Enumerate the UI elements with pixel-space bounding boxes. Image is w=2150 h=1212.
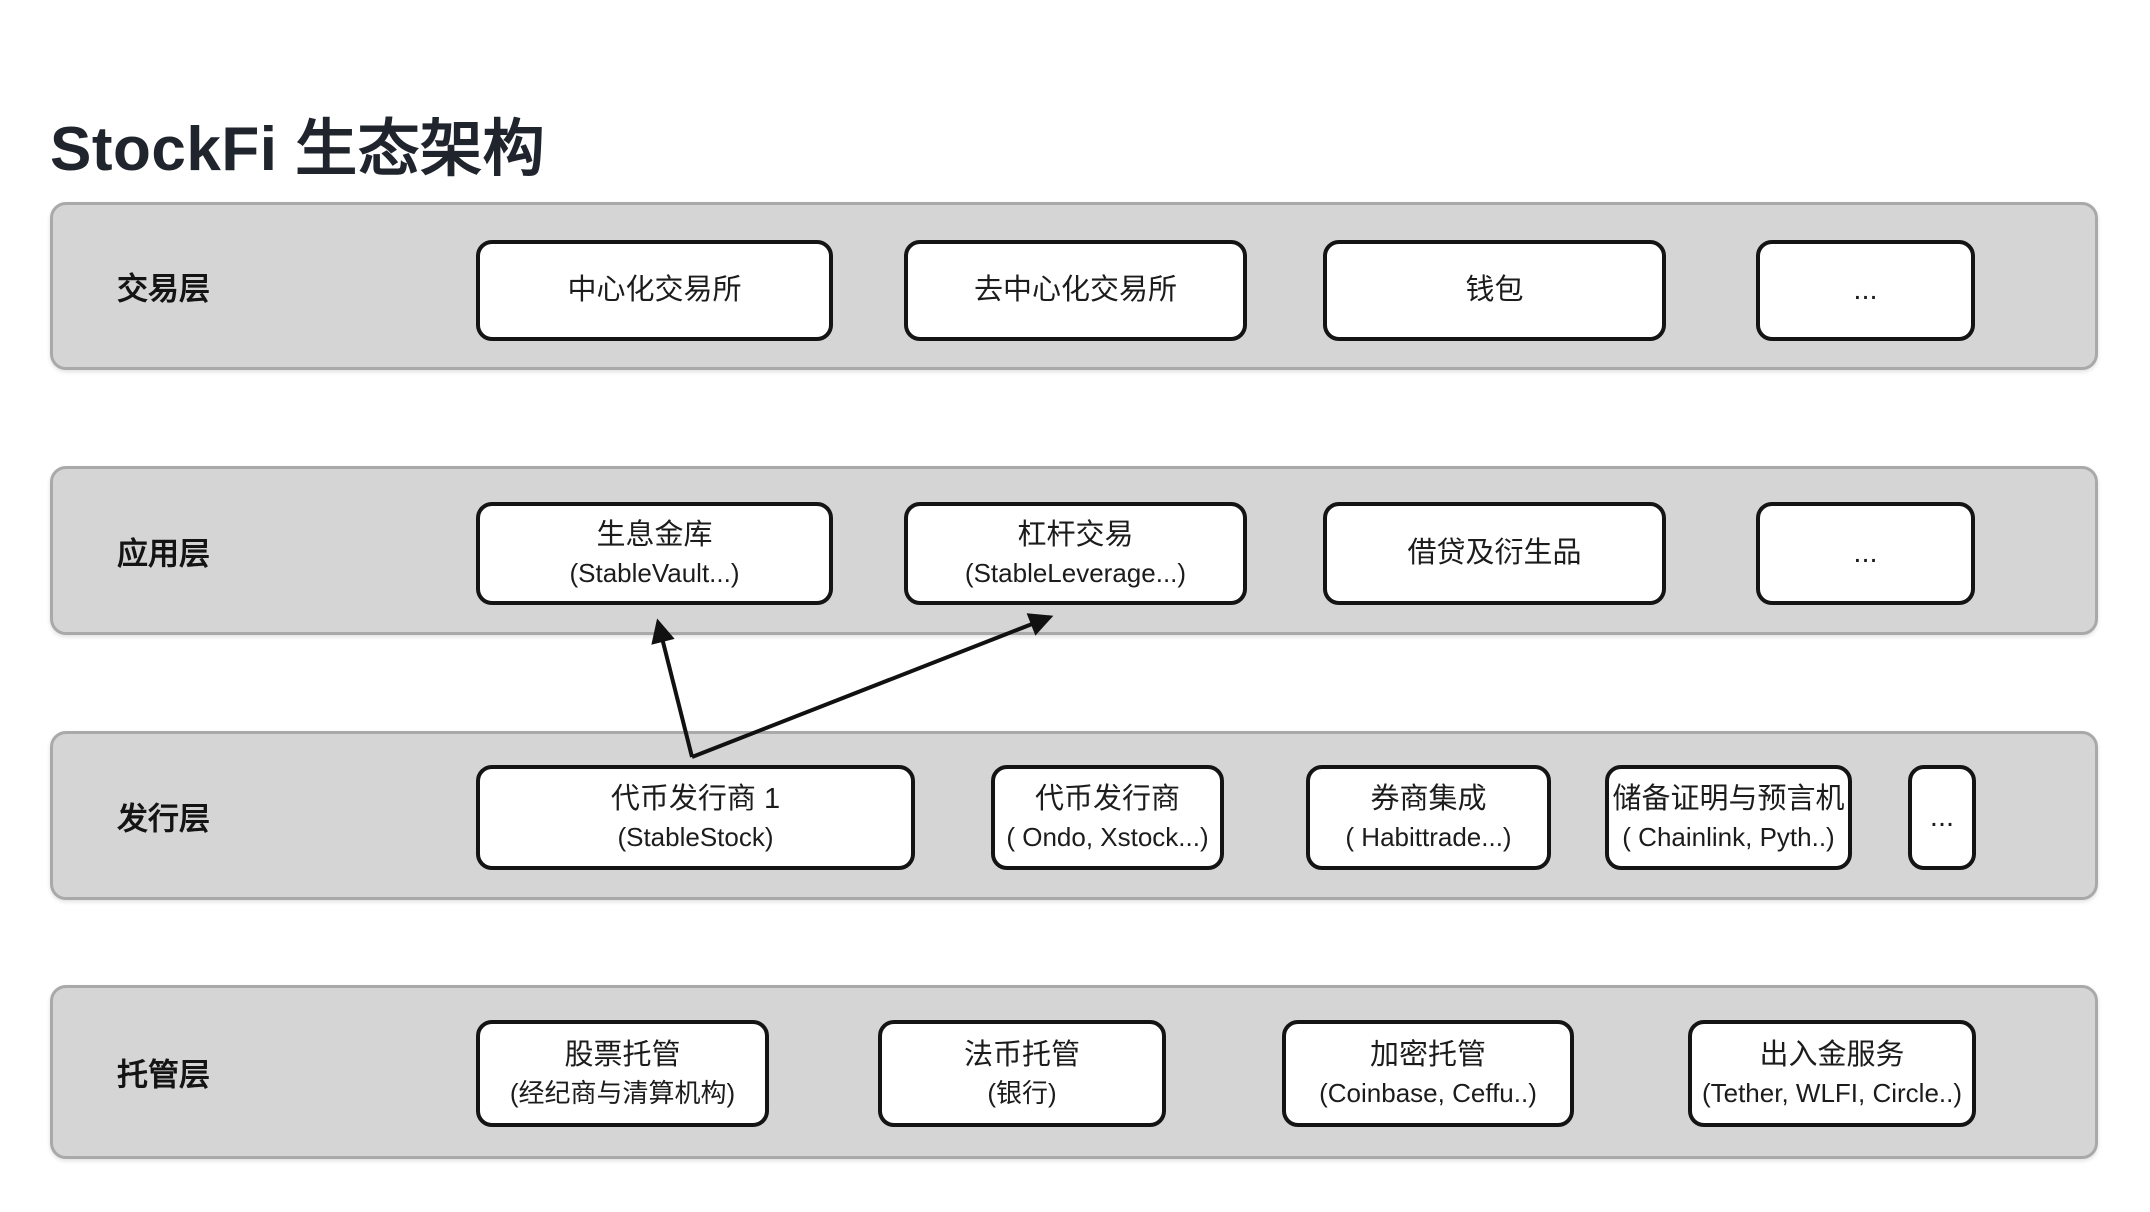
node-fiat-custody: 法币托管 (银行) [878,1020,1166,1127]
node-proof-of-reserve-oracle: 储备证明与预言机 ( Chainlink, Pyth..) [1605,765,1852,870]
node-broker-integration: 券商集成 ( Habittrade...) [1306,765,1551,870]
node-token-issuers-others: 代币发行商 ( Ondo, Xstock...) [991,765,1224,870]
layer-band-application: 应用层 生息金库 (StableVault...) 杠杆交易 (StableLe… [50,466,2098,635]
node-label: 代币发行商 1 [610,783,781,816]
node-label: 去中心化交易所 [973,273,1177,306]
node-label: 储备证明与预言机 [1612,783,1845,816]
node-label: ... [1853,536,1878,569]
node-sublabel: (Tether, WLFI, Circle..) [1701,1077,1963,1108]
node-token-issuer-1-stablestock: 代币发行商 1 (StableStock) [476,765,915,870]
layer-band-trading: 交易层 中心化交易所 去中心化交易所 钱包 ... [50,202,2098,370]
node-crypto-custody: 加密托管 (Coinbase, Ceffu..) [1282,1020,1574,1127]
node-sublabel: ( Ondo, Xstock...) [1006,821,1209,852]
page-title: StockFi 生态架构 [50,114,546,184]
layer-label-application: 应用层 [117,536,210,571]
layer-band-issuance: 发行层 代币发行商 1 (StableStock) 代币发行商 ( Ondo, … [50,731,2098,900]
layer-label-custody: 托管层 [117,1057,210,1093]
node-sublabel: (StableStock) [617,821,774,852]
node-sublabel: (经纪商与清算机构) [509,1077,736,1108]
node-sublabel: (StableVault...) [569,557,740,588]
node-label: ... [1929,800,1955,833]
node-sublabel: (Coinbase, Ceffu..) [1319,1077,1537,1108]
layer-band-custody: 托管层 股票托管 (经纪商与清算机构) 法币托管 (银行) 加密托管 (Coin… [50,985,2098,1159]
node-label: 中心化交易所 [567,273,742,306]
node-issuance-more: ... [1908,765,1976,870]
node-lending-derivatives: 借贷及衍生品 [1323,502,1666,605]
node-on-off-ramp-services: 出入金服务 (Tether, WLFI, Circle..) [1688,1020,1976,1127]
node-yield-vault: 生息金库 (StableVault...) [476,502,833,605]
node-label: 法币托管 [963,1039,1080,1072]
node-stock-custody: 股票托管 (经纪商与清算机构) [476,1020,769,1127]
node-label: 钱包 [1465,273,1524,306]
node-label: ... [1853,273,1878,306]
node-sublabel: (银行) [987,1077,1057,1108]
node-sublabel: ( Habittrade...) [1345,821,1512,852]
node-leverage-trading: 杠杆交易 (StableLeverage...) [904,502,1247,605]
layer-label-trading: 交易层 [117,271,210,307]
node-label: 杠杆交易 [1017,519,1134,552]
node-label: 出入金服务 [1759,1039,1905,1072]
node-decentralized-exchange: 去中心化交易所 [904,240,1247,341]
node-label: 借贷及衍生品 [1407,536,1582,569]
layer-label-issuance: 发行层 [117,801,210,836]
node-sublabel: (StableLeverage...) [964,557,1187,588]
node-sublabel: ( Chainlink, Pyth..) [1622,821,1835,852]
node-label: 生息金库 [596,519,713,552]
node-label: 代币发行商 [1034,783,1180,816]
node-label: 加密托管 [1369,1039,1486,1072]
node-trading-more: ... [1756,240,1975,341]
node-wallet: 钱包 [1323,240,1666,341]
node-label: 券商集成 [1370,783,1487,816]
node-application-more: ... [1756,502,1975,605]
node-label: 股票托管 [564,1039,681,1072]
node-centralized-exchange: 中心化交易所 [476,240,833,341]
